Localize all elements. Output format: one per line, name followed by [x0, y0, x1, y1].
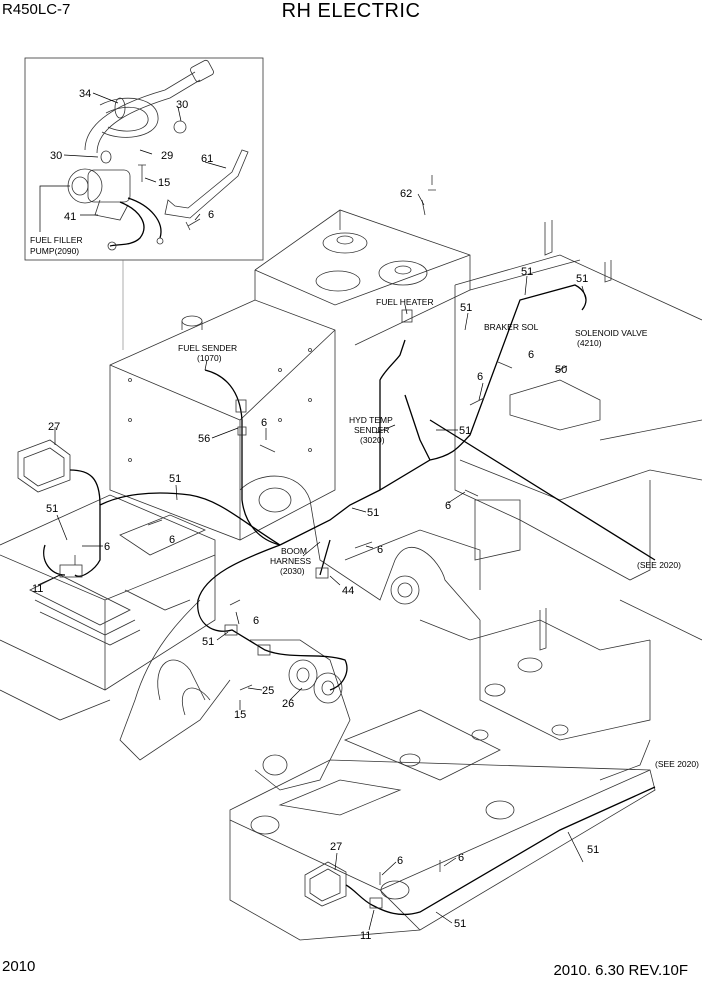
label-boom-harness-code: (2030): [280, 566, 305, 576]
callout-15-horn: 15: [234, 709, 246, 721]
fuel-tank: [109, 209, 471, 541]
callout-6-sender: 6: [261, 417, 267, 429]
label-see-2020-lower: (SEE 2020): [655, 759, 699, 769]
fasteners: [59, 175, 513, 909]
label-fuel-sender-code: (1070): [197, 353, 222, 363]
callout-56: 56: [198, 433, 210, 445]
callout-11-lower: 11: [360, 930, 371, 942]
work-lamp-lower: [304, 861, 347, 907]
label-solenoid-valve: SOLENOID VALVE: [575, 328, 648, 338]
callout-51-solenoid: 51: [576, 273, 588, 285]
callout-51-lower-right: 51: [587, 844, 599, 856]
callout-30-upper: 30: [176, 99, 188, 111]
callout-15-inset: 15: [158, 177, 170, 189]
callout-27-lower: 27: [330, 841, 342, 853]
label-see-2020-upper: (SEE 2020): [637, 560, 681, 570]
lower-frame: [229, 709, 656, 941]
callout-6-lower-right: 6: [458, 852, 464, 864]
page-title: RH ELECTRIC: [281, 0, 421, 22]
callout-6-frame: 6: [445, 500, 451, 512]
label-fuel-filler-pump-code: PUMP(2090): [30, 246, 79, 256]
left-deck: [0, 494, 216, 721]
wiring-harness: [43, 284, 656, 916]
callout-25: 25: [262, 685, 274, 697]
callout-51-harness: 51: [367, 507, 379, 519]
horns: [288, 659, 343, 704]
callout-30-left: 30: [50, 150, 62, 162]
label-fuel-filler-pump: FUEL FILLER: [30, 235, 83, 245]
callout-27-upper: 27: [48, 421, 60, 433]
callout-51-horn: 51: [202, 636, 214, 648]
work-lamp-upper: [17, 439, 71, 493]
callout-6-lamp: 6: [104, 541, 110, 553]
label-boom-harness-2: HARNESS: [270, 556, 311, 566]
center-frame: [119, 475, 651, 791]
callout-11-upper: 11: [32, 583, 43, 595]
callout-26: 26: [282, 698, 294, 710]
callout-62: 62: [400, 188, 412, 200]
label-boom-harness: BOOM: [281, 546, 307, 556]
callout-51-lower: 51: [454, 918, 466, 930]
callout-6-braker: 6: [528, 349, 534, 361]
callout-6-lower-left: 6: [397, 855, 403, 867]
callout-51-heater: 51: [460, 302, 472, 314]
leader-lines: [37, 193, 587, 931]
callout-61: 61: [201, 153, 213, 165]
label-hyd-temp: HYD TEMP: [349, 415, 393, 425]
callout-6-harness: 6: [377, 544, 383, 556]
label-solenoid-valve-code: (4210): [577, 338, 602, 348]
label-braker-sol: BRAKER SOL: [484, 322, 539, 332]
callout-51-braker: 51: [521, 266, 533, 278]
callout-51-lamp: 51: [46, 503, 58, 515]
callout-51-deck: 51: [169, 473, 181, 485]
label-fuel-sender: FUEL SENDER: [178, 343, 237, 353]
callout-29: 29: [161, 150, 173, 162]
callout-6-hyd: 6: [477, 371, 483, 383]
callout-6-inset: 6: [208, 209, 214, 221]
upper-frame: [454, 220, 702, 641]
callout-50: 50: [555, 364, 567, 376]
callout-34: 34: [79, 88, 91, 100]
model-number: R450LC-7: [2, 1, 71, 18]
callout-6-deck: 6: [169, 534, 175, 546]
callout-6-horn: 6: [253, 615, 259, 627]
label-hyd-temp-code: (3020): [360, 435, 385, 445]
callout-44: 44: [342, 585, 354, 597]
revision-date: 2010. 6.30 REV.10F: [553, 962, 688, 979]
callout-51-hyd: 51: [459, 425, 471, 437]
label-hyd-temp-sender: SENDER: [354, 425, 389, 435]
page-number: 2010: [2, 958, 36, 975]
label-fuel-heater: FUEL HEATER: [376, 297, 434, 307]
callout-41: 41: [64, 211, 76, 223]
inset-fuel-filler-pump: [24, 57, 264, 261]
